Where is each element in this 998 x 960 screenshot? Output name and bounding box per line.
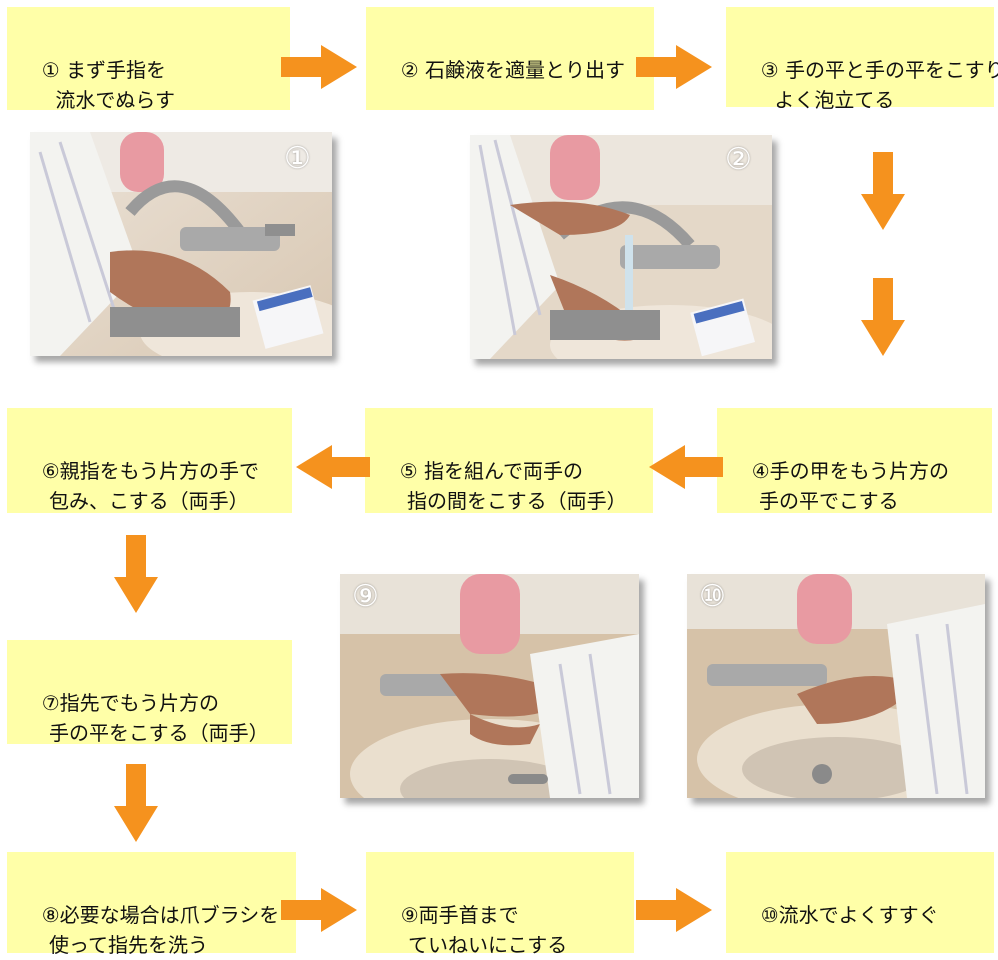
step-4-text: ④手の甲をもう片方の 手の平でこする <box>739 459 949 513</box>
step-9-photo-badge: ⑨ <box>352 582 379 612</box>
step-2-photo-badge: ② <box>725 145 752 175</box>
step-3-text: ③ 手の平と手の平をこすり よく泡立てる <box>748 58 998 112</box>
arrow-down-icon <box>861 278 905 356</box>
step-10-photo-badge: ⑩ <box>699 582 726 612</box>
step-6-text: ⑥親指をもう片方の手で 包み、こする（両手） <box>29 459 259 513</box>
step-10-text: ⑩流水でよくすすぐ <box>761 903 939 927</box>
step-3-box: ③ 手の平と手の平をこすり よく泡立てる <box>726 7 994 107</box>
step-9-box: ⑨両手首まで ていねいにこする <box>366 852 634 953</box>
arrow-right-icon <box>281 888 357 932</box>
step-6-box: ⑥親指をもう片方の手で 包み、こする（両手） <box>7 408 292 513</box>
step-1-text: ① まず手指を 流水でぬらす <box>29 58 175 112</box>
step-2-photo: ② <box>470 135 772 359</box>
step-1-photo: ① <box>30 132 332 356</box>
step-4-box: ④手の甲をもう片方の 手の平でこする <box>717 408 992 513</box>
arrow-right-icon <box>636 888 712 932</box>
arrow-left-icon <box>649 445 723 489</box>
arrow-right-icon <box>636 45 712 89</box>
step-8-text: ⑧必要な場合は爪ブラシを 使って指先を洗う <box>29 903 279 957</box>
arrow-right-icon <box>281 45 357 89</box>
step-1-photo-badge: ① <box>284 144 311 174</box>
step-1-box: ① まず手指を 流水でぬらす <box>7 7 290 110</box>
step-10-photo: ⑩ <box>687 574 985 798</box>
step-7-box: ⑦指先でもう片方の 手の平をこする（両手） <box>7 640 292 744</box>
step-9-text: ⑨両手首まで ていねいにこする <box>388 903 567 957</box>
arrow-down-icon <box>861 152 905 230</box>
step-7-text: ⑦指先でもう片方の 手の平をこする（両手） <box>29 691 269 745</box>
step-10-box: ⑩流水でよくすすぐ <box>726 852 994 953</box>
arrow-left-icon <box>296 445 370 489</box>
step-9-photo: ⑨ <box>340 574 639 798</box>
arrow-down-icon <box>114 535 158 613</box>
step-5-box: ⑤ 指を組んで両手の 指の間をこする（両手） <box>365 408 653 513</box>
step-2-text: ② 石鹸液を適量とり出す <box>401 58 625 82</box>
arrow-down-icon <box>114 764 158 842</box>
step-8-box: ⑧必要な場合は爪ブラシを 使って指先を洗う <box>7 852 296 953</box>
step-2-box: ② 石鹸液を適量とり出す <box>366 7 654 110</box>
step-5-text: ⑤ 指を組んで両手の 指の間をこする（両手） <box>387 459 627 513</box>
